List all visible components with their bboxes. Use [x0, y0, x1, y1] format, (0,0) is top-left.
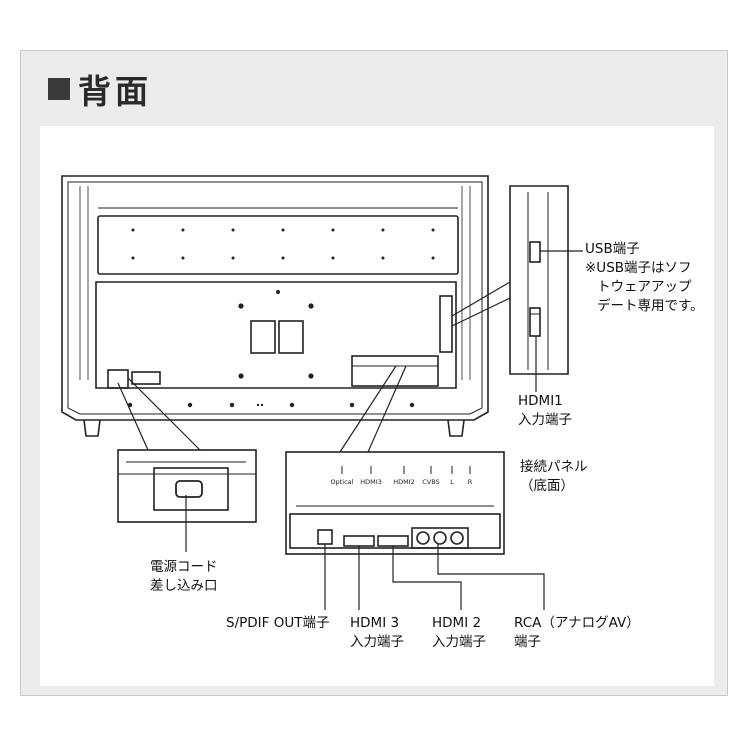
label-power: 電源コード 差し込み口 [150, 559, 218, 594]
vesa-plate-left [250, 320, 276, 354]
power-inlet [153, 467, 229, 511]
figure-canvas [40, 126, 714, 686]
connection-panel-callout [285, 451, 505, 555]
hdmi1-port [529, 307, 541, 337]
port-label-optical: Optical [331, 478, 354, 486]
label-rca: RCA（アナログAV） 端子 [514, 615, 640, 650]
tv-power-socket [107, 369, 129, 389]
spdif-port [317, 529, 333, 545]
vesa-plate-right [278, 320, 304, 354]
heading-title: 背面 [78, 72, 152, 111]
label-spdif: S/PDIF OUT端子 [226, 615, 330, 631]
tv-body [61, 175, 489, 421]
tv-lower-panel [95, 281, 457, 389]
tv-body-inner [67, 181, 483, 415]
tv-bottom-connector [351, 355, 439, 387]
connection-panel-strip [289, 513, 501, 549]
label-hdmi2: HDMI 2 入力端子 [432, 615, 486, 650]
power-callout [117, 449, 257, 523]
heading-square-icon [48, 78, 70, 100]
label-connection-panel: 接続パネル （底面） [520, 459, 588, 494]
rca-l-jack [433, 531, 447, 545]
side-port-callout [509, 185, 569, 375]
tv-upper-panel [97, 215, 459, 275]
hdmi2-port [377, 535, 409, 547]
port-label-hdmi3: HDMI3 [360, 478, 382, 486]
section-heading: 背面 [48, 66, 152, 112]
port-label-r: R [468, 478, 473, 486]
label-hdmi3: HDMI 3 入力端子 [350, 615, 404, 650]
port-label-hdmi2: HDMI2 [393, 478, 415, 486]
label-hdmi1: HDMI1 入力端子 [518, 393, 572, 428]
port-label-cvbs: CVBS [422, 478, 439, 486]
rca-r-jack [450, 531, 464, 545]
hdmi3-port [343, 535, 375, 547]
usb-port [529, 241, 541, 263]
port-label-l: L [450, 478, 454, 486]
tv-stand-left [83, 419, 101, 437]
label-usb: USB端子 ※USB端子はソフ トウェアアップ デート専用です。 [585, 241, 704, 314]
rca-cvbs-jack [416, 531, 430, 545]
tv-stand-right [447, 419, 465, 437]
